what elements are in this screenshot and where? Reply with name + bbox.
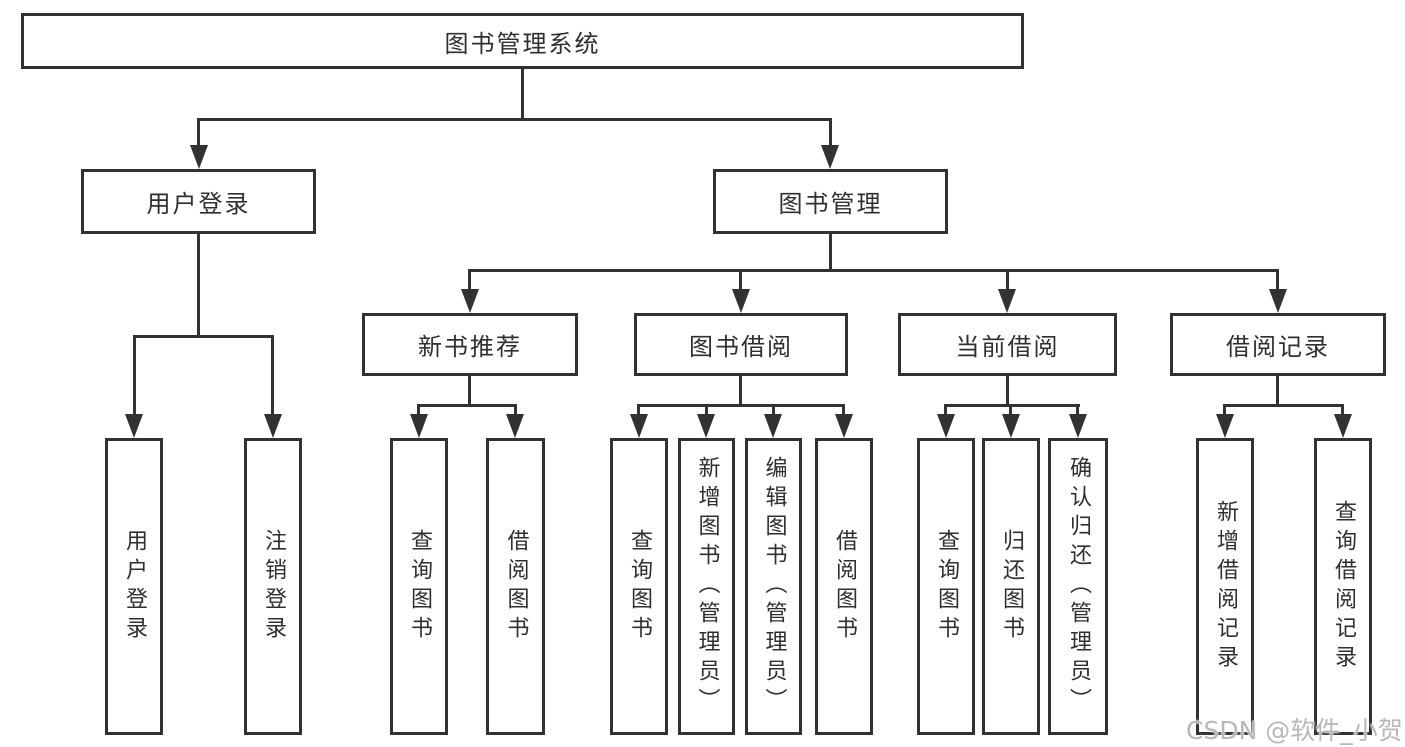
- connector-line: [637, 404, 640, 418]
- connector-line: [1276, 269, 1279, 293]
- arrowhead-down-icon: [835, 414, 853, 438]
- connector-line: [1276, 376, 1279, 406]
- leaf-logout-login: 注销登录: [244, 438, 302, 735]
- connector-line: [468, 269, 471, 293]
- connector-line: [271, 335, 274, 417]
- csdn-watermark: CSDN @软件_小贺同学: [1186, 716, 1405, 745]
- connector-line: [1076, 404, 1079, 418]
- arrowhead-down-icon: [1069, 414, 1087, 438]
- connector-line: [1223, 404, 1344, 407]
- node-borrowing-records: 借阅记录: [1170, 313, 1386, 376]
- arrowhead-down-icon: [732, 289, 750, 313]
- connector-line: [705, 404, 708, 418]
- connector-line: [829, 118, 832, 150]
- arrowhead-down-icon: [821, 145, 839, 169]
- connector-line: [468, 376, 471, 406]
- arrowhead-down-icon: [998, 289, 1016, 313]
- arrowhead-down-icon: [190, 145, 208, 169]
- node-user-login: 用户登录: [81, 169, 316, 234]
- connector-line: [944, 404, 947, 418]
- connector-line: [133, 335, 136, 417]
- arrowhead-down-icon: [697, 414, 715, 438]
- arrowhead-down-icon: [764, 414, 782, 438]
- leaf-borrowing-edit-books-admin: 编辑图书（管理员）: [745, 438, 802, 735]
- connector-line: [521, 69, 524, 120]
- leaf-borrowing-query-books: 查询图书: [610, 438, 668, 735]
- leaf-records-add-borrow-record: 新增借阅记录: [1196, 438, 1254, 735]
- connector-line: [944, 404, 1080, 407]
- arrowhead-down-icon: [1002, 414, 1020, 438]
- connector-line: [1006, 376, 1009, 406]
- connector-line: [514, 404, 517, 418]
- node-current-borrowing: 当前借阅: [898, 313, 1117, 376]
- connector-line: [829, 234, 832, 271]
- leaf-borrowing-borrow-books: 借阅图书: [815, 438, 873, 735]
- leaf-newbook-borrow-books: 借阅图书: [486, 438, 545, 735]
- connector-line: [637, 404, 845, 407]
- connector-line: [417, 404, 420, 418]
- connector-line: [739, 269, 742, 293]
- connector-line: [197, 234, 200, 337]
- connector-line: [197, 118, 831, 121]
- leaf-user-login: 用户登录: [105, 438, 163, 735]
- arrowhead-down-icon: [125, 414, 143, 438]
- connector-line: [1009, 404, 1012, 418]
- connector-line: [468, 269, 1279, 272]
- leaf-newbook-query-books: 查询图书: [390, 438, 448, 735]
- connector-line: [1223, 404, 1226, 418]
- arrowhead-down-icon: [630, 414, 648, 438]
- node-book-borrowing: 图书借阅: [634, 313, 848, 376]
- arrowhead-down-icon: [937, 414, 955, 438]
- connector-line: [1006, 269, 1009, 293]
- connector-line: [133, 335, 274, 338]
- connector-line: [197, 118, 200, 150]
- connector-line: [1341, 404, 1344, 418]
- arrowhead-down-icon: [506, 414, 524, 438]
- node-library-management-system: 图书管理系统: [21, 13, 1024, 69]
- node-book-management: 图书管理: [713, 169, 948, 234]
- connector-line: [739, 376, 742, 406]
- arrowhead-down-icon: [264, 414, 282, 438]
- arrowhead-down-icon: [1269, 289, 1287, 313]
- connector-line: [417, 404, 517, 407]
- leaf-current-return-books: 归还图书: [982, 438, 1040, 735]
- arrowhead-down-icon: [461, 289, 479, 313]
- leaf-current-query-books: 查询图书: [917, 438, 975, 735]
- arrowhead-down-icon: [1216, 414, 1234, 438]
- leaf-borrowing-add-books-admin: 新增图书（管理员）: [678, 438, 735, 735]
- leaf-records-query-borrow-record: 查询借阅记录: [1314, 438, 1372, 735]
- node-new-book-recommend: 新书推荐: [362, 313, 578, 376]
- connector-line: [842, 404, 845, 418]
- arrowhead-down-icon: [1334, 414, 1352, 438]
- connector-line: [772, 404, 775, 418]
- leaf-current-confirm-return-admin: 确认归还（管理员）: [1048, 438, 1108, 735]
- arrowhead-down-icon: [410, 414, 428, 438]
